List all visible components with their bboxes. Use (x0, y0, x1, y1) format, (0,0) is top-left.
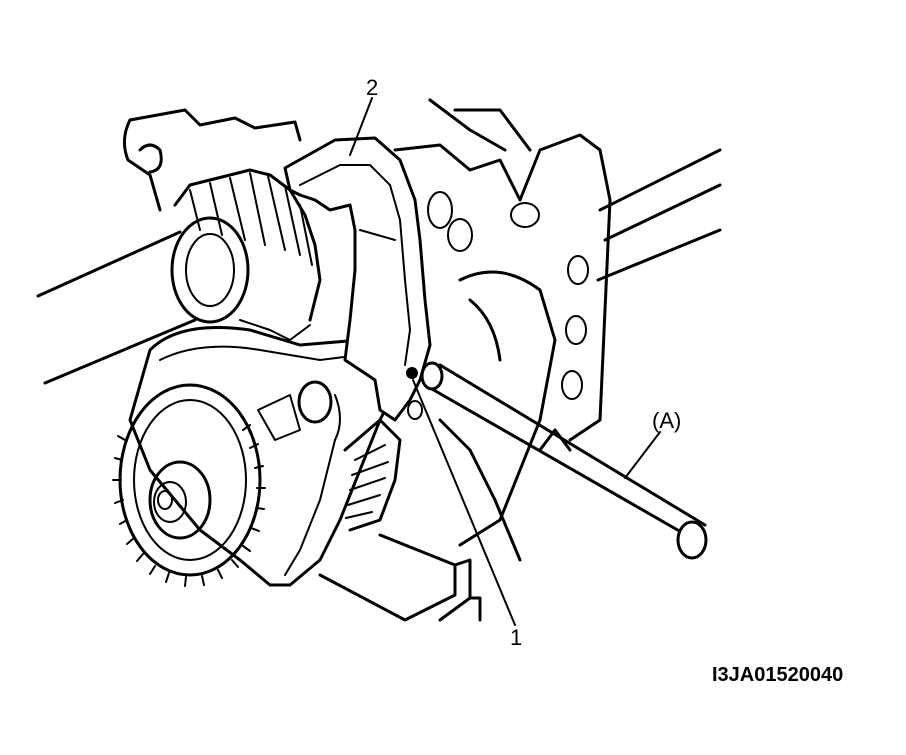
pinion-gear (343, 418, 402, 532)
axle-shaft (36, 216, 250, 385)
callout-2: 2 (366, 75, 378, 100)
special-tool-bracket (283, 136, 432, 422)
ring-gear (112, 383, 266, 587)
leader-lines (349, 97, 661, 626)
bolt-head (406, 367, 418, 379)
transmission-case (123, 98, 722, 562)
figure-code: I3JA01520040 (712, 664, 843, 686)
callout-1: 1 (510, 625, 522, 650)
tool-rod-a (406, 361, 708, 560)
differential-case (128, 326, 402, 587)
callout-a: (A) (652, 408, 681, 433)
side-gear (173, 168, 322, 341)
support-block (318, 533, 482, 622)
